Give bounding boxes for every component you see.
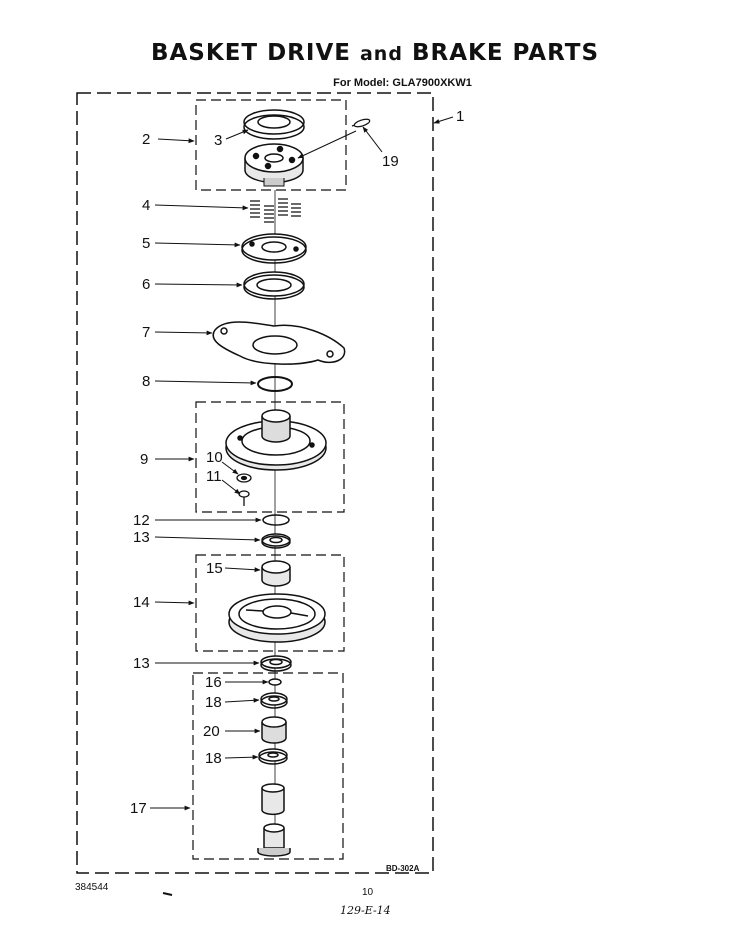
group-box-17 bbox=[192, 672, 344, 860]
callout-9: 9 bbox=[140, 451, 148, 468]
part-16-seal bbox=[268, 678, 282, 686]
leader-11 bbox=[221, 479, 241, 495]
part-17-shaft bbox=[257, 783, 291, 857]
part-20-sleeve bbox=[261, 716, 287, 744]
callout-15: 15 bbox=[206, 560, 223, 577]
leader-3 bbox=[225, 129, 249, 140]
leader-8 bbox=[154, 380, 257, 386]
page-title: BASKET DRIVE and BRAKE PARTS bbox=[0, 40, 750, 66]
leader-2 bbox=[157, 138, 195, 144]
model-label: For Model: GLA7900XKW1 bbox=[0, 77, 750, 89]
part-11-screw bbox=[238, 490, 250, 506]
part-13-bushing-upper bbox=[261, 533, 291, 549]
callout-1: 1 bbox=[456, 108, 464, 125]
callout-11: 11 bbox=[206, 468, 222, 485]
callout-2: 2 bbox=[142, 131, 150, 148]
callout-20: 20 bbox=[203, 723, 220, 740]
leader-18a bbox=[224, 697, 260, 703]
page-number: 10 bbox=[362, 887, 374, 898]
assembly-boundary-1 bbox=[76, 92, 434, 874]
leader-19 bbox=[362, 126, 383, 153]
callout-18-upper: 18 bbox=[205, 694, 222, 711]
part-13-bushing-lower bbox=[260, 655, 292, 672]
part-19-pin bbox=[351, 118, 371, 128]
callout-13-upper: 13 bbox=[133, 529, 150, 546]
title-part-1: BASKET DRIVE bbox=[150, 40, 351, 66]
part-4-springs bbox=[250, 198, 301, 223]
part-12-ring bbox=[262, 514, 290, 526]
callout-16: 16 bbox=[205, 674, 222, 691]
leader-7 bbox=[154, 330, 213, 336]
callout-18-lower: 18 bbox=[205, 750, 222, 767]
part-10-washer bbox=[236, 473, 252, 483]
part-3-ring bbox=[243, 109, 305, 140]
leader-1 bbox=[433, 116, 454, 124]
callout-17: 17 bbox=[130, 800, 147, 817]
leader-10 bbox=[221, 461, 239, 475]
callout-3: 3 bbox=[214, 132, 222, 149]
callout-13-lower: 13 bbox=[133, 655, 150, 672]
callout-8: 8 bbox=[142, 373, 150, 390]
part-7-flange bbox=[212, 321, 346, 365]
part-18-bearing-lower bbox=[258, 748, 288, 765]
leader-4 bbox=[154, 204, 249, 211]
group-box-14 bbox=[195, 554, 345, 652]
callout-4: 4 bbox=[142, 197, 150, 214]
callout-12: 12 bbox=[133, 512, 150, 529]
doc-number: 384544 bbox=[75, 882, 109, 893]
handwritten-note: 129-E-14 bbox=[340, 904, 391, 917]
leader-14 bbox=[154, 600, 195, 606]
callout-10: 10 bbox=[206, 449, 223, 466]
group-box-2 bbox=[195, 99, 347, 191]
title-part-2: BRAKE PARTS bbox=[411, 40, 600, 66]
leader-18b bbox=[224, 754, 259, 760]
leader-15 bbox=[224, 567, 261, 573]
callout-5: 5 bbox=[142, 235, 150, 252]
leader-6 bbox=[154, 282, 243, 288]
part-9-brake-housing bbox=[225, 409, 327, 471]
leader-13a bbox=[154, 536, 261, 543]
callout-7: 7 bbox=[142, 324, 150, 341]
model-label-text: For Model: GLA7900XKW1 bbox=[333, 77, 472, 89]
part-14-pulley bbox=[228, 593, 326, 643]
part-18-bearing-upper bbox=[260, 692, 288, 709]
part-6-washer bbox=[243, 271, 305, 300]
group-box-9 bbox=[195, 401, 345, 513]
callout-19: 19 bbox=[382, 153, 399, 170]
scan-mark bbox=[162, 892, 173, 896]
callout-6: 6 bbox=[142, 276, 150, 293]
callout-14: 14 bbox=[133, 594, 150, 611]
part-15-bearing bbox=[261, 560, 291, 587]
title-and: and bbox=[359, 43, 403, 65]
leader-19b bbox=[297, 130, 357, 159]
leader-5 bbox=[154, 242, 241, 248]
figure-code: BD-302A bbox=[386, 864, 420, 873]
part-2-hub bbox=[244, 143, 304, 187]
part-8-snap-ring bbox=[257, 376, 293, 392]
part-5-plate bbox=[241, 233, 307, 264]
